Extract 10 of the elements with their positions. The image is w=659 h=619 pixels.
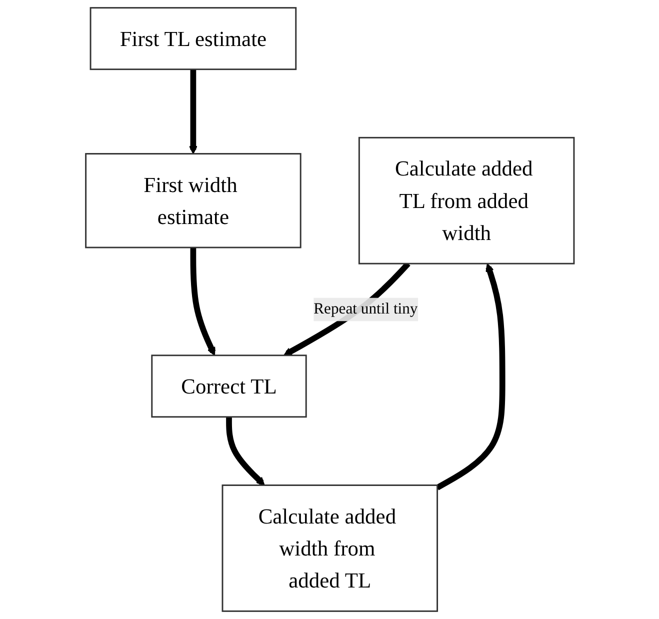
arrow	[190, 248, 216, 356]
node-box: Calculate added width from added TL	[221, 484, 438, 612]
arrow	[435, 263, 505, 490]
node-box: Calculate added TL from added width	[358, 136, 574, 264]
node-box: First TL estimate	[89, 7, 296, 70]
arrow	[188, 69, 198, 154]
node-box: First width estimate	[84, 153, 301, 248]
arrow	[226, 416, 264, 486]
edge-label: Repeat until tiny	[313, 300, 418, 318]
node-box: Correct TL	[150, 354, 306, 418]
